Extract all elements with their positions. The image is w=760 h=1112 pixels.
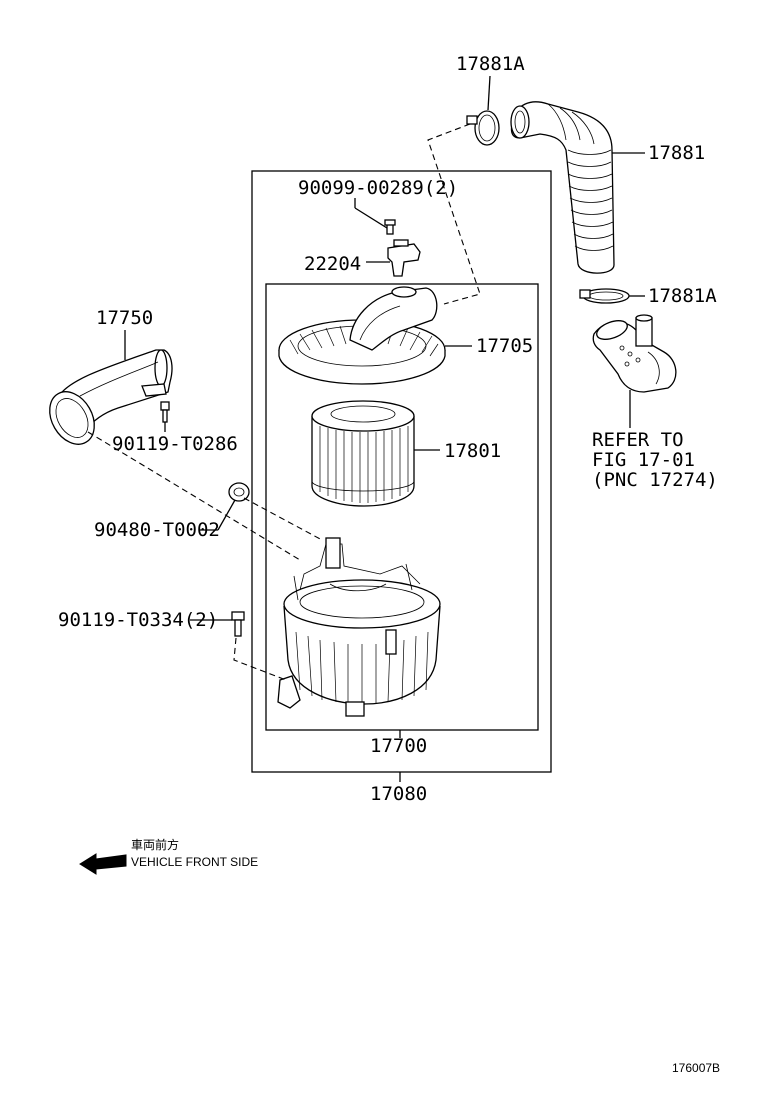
reference-duct-17274[interactable] <box>592 314 677 393</box>
label-90119-t0286: 90119-T0286 <box>112 433 238 455</box>
label-17881a-bottom: 17881A <box>648 285 717 307</box>
grommet-90480-t0002[interactable] <box>228 482 250 502</box>
label-17705: 17705 <box>476 335 533 357</box>
vehicle-front-arrow-icon <box>79 853 127 875</box>
hose-17881[interactable] <box>510 101 615 274</box>
case-17700[interactable] <box>277 537 441 717</box>
figure-id: 176007B <box>672 1061 720 1075</box>
cap-17705[interactable] <box>278 286 446 385</box>
refer-line-2: FIG 17-01 <box>592 449 695 471</box>
bolt-90119-t0334[interactable] <box>231 611 245 637</box>
sensor-22204[interactable] <box>387 239 421 277</box>
refer-line-3: (PNC 17274) <box>592 469 718 491</box>
clamp-17881a-top[interactable] <box>466 110 500 146</box>
element-17801[interactable] <box>311 400 415 507</box>
screw-90099-00289[interactable] <box>384 219 396 235</box>
assembly-frame-17080 <box>251 170 552 773</box>
label-17080: 17080 <box>370 783 427 805</box>
clamp-17881a-bottom[interactable] <box>579 288 630 304</box>
bolt-90119-t0286[interactable] <box>160 401 170 423</box>
direction-label-en: VEHICLE FRONT SIDE <box>131 855 258 869</box>
label-90480-t0002: 90480-T0002 <box>94 519 220 541</box>
inlet-17750[interactable] <box>41 349 173 452</box>
refer-line-1: REFER TO <box>592 429 684 451</box>
case-frame-17700 <box>265 283 539 731</box>
label-17750: 17750 <box>96 307 153 329</box>
label-22204: 22204 <box>304 253 361 275</box>
label-17700: 17700 <box>370 735 427 757</box>
label-17801: 17801 <box>444 440 501 462</box>
label-90099-00289: 90099-00289(2) <box>298 177 458 199</box>
label-90119-t0334: 90119-T0334(2) <box>58 609 218 631</box>
direction-label-jp: 車両前方 <box>131 837 179 852</box>
label-17881a-top: 17881A <box>456 53 525 75</box>
label-17881: 17881 <box>648 142 705 164</box>
